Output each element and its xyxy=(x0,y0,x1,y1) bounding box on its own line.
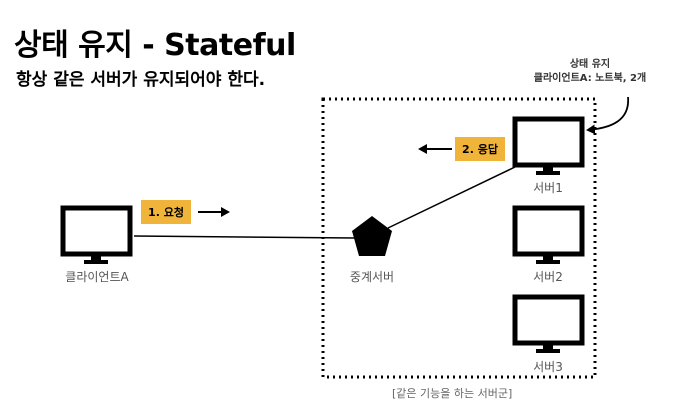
server3-label: 서버3 xyxy=(533,360,563,374)
server2-monitor-icon xyxy=(512,205,585,264)
server1-monitor-icon xyxy=(512,116,585,175)
page-subtitle: 항상 같은 서버가 유지되어야 한다. xyxy=(16,70,266,90)
relay-label: 중계서버 xyxy=(349,270,395,284)
request-badge: 1. 요청 xyxy=(141,200,191,224)
relay-pentagon-icon xyxy=(352,216,392,256)
response-badge: 2. 응답 xyxy=(455,137,505,161)
state-note: 상태 유지 클라이언트A: 노트북, 2개 xyxy=(510,58,670,86)
server3-monitor-icon xyxy=(512,294,585,353)
relay-server1-line xyxy=(387,166,516,229)
client-label: 클라이언트A xyxy=(65,270,129,284)
server-group-label: [같은 기능을 하는 서버군] xyxy=(392,387,513,400)
server2-label: 서버2 xyxy=(533,270,563,284)
client-relay-line xyxy=(133,235,356,239)
state-note-title: 상태 유지 xyxy=(569,59,611,70)
page-title: 상태 유지 - Stateful xyxy=(14,28,296,63)
client-monitor-icon xyxy=(60,205,133,264)
state-note-detail: 클라이언트A: 노트북, 2개 xyxy=(533,73,647,84)
server1-label: 서버1 xyxy=(533,181,563,195)
note-arrow xyxy=(586,96,629,135)
